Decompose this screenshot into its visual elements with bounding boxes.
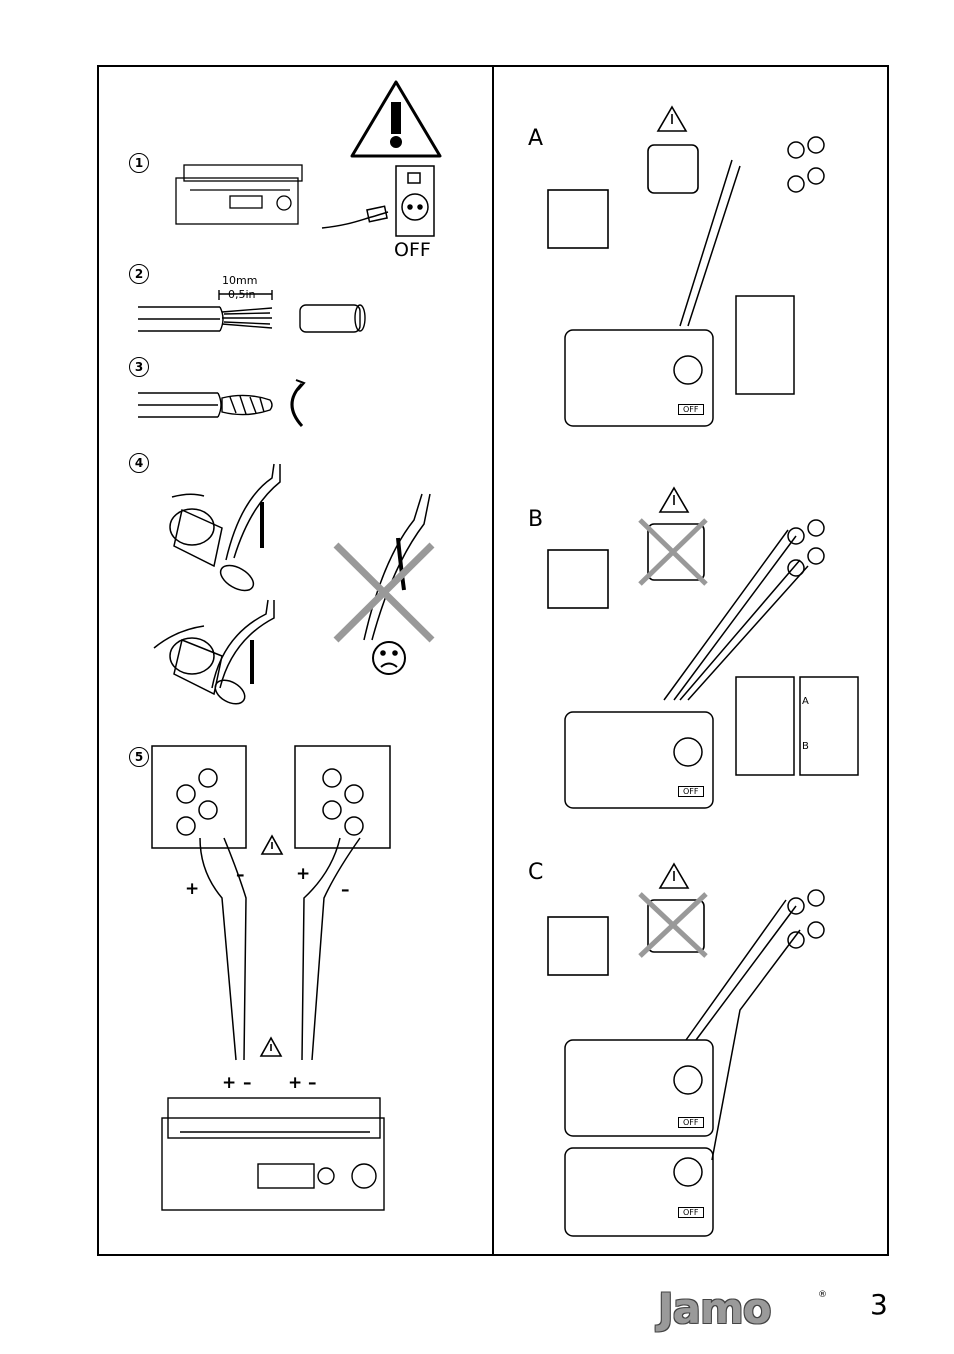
step-number: 3 [129,357,149,377]
strip-length-metric: 10mm [222,274,258,287]
strip-length-imperial: 0,5in [228,288,256,301]
brand-logo: Jamo [658,1284,772,1333]
bridge-clip-icon [647,144,705,953]
stripped-wire-illustration [138,290,366,333]
step-number: 4 [129,453,149,473]
column-divider [492,65,494,1256]
speaker-terminal-panels [151,745,391,1061]
warning-icon [259,834,284,1057]
minus-sign: – [341,880,350,900]
warning-icon [350,80,442,158]
warning-icon [656,105,690,889]
amp-off-button: OFF [678,404,704,415]
wrong-cross-icon [638,518,708,958]
amp-off-button: OFF [678,1207,704,1218]
minus-sign: – [243,1073,252,1093]
terminal-label-b: B [802,741,809,752]
minus-sign: – [308,1073,317,1093]
wrong-cross-icon [333,542,435,643]
plus-sign: + [296,864,311,884]
registered-mark: ® [818,1290,827,1300]
plus-sign: + [288,1073,303,1093]
plus-sign: + [222,1073,237,1093]
receiver-stack-illustration [161,1097,385,1211]
step-number: 5 [129,747,149,767]
step-number: 2 [129,264,149,284]
amplifier-illustrations [564,136,859,1237]
power-outlet-icon [321,165,435,237]
section-label: B [528,507,544,532]
plus-sign: + [185,879,200,899]
off-label: OFF [394,239,431,261]
step-number: 1 [129,153,149,173]
twisted-wire-illustration [138,379,306,428]
listener-ear-icon [547,189,609,976]
minus-sign: – [236,865,245,885]
amp-off-button: OFF [678,1117,704,1128]
sad-face-icon [372,641,406,675]
terminal-label-a: A [802,696,809,707]
amp-off-button: OFF [678,786,704,797]
section-label: A [528,126,544,151]
section-label: C [528,860,544,885]
page-number: 3 [870,1288,888,1321]
binding-post-illustration [153,463,431,705]
receiver-illustration [175,164,303,225]
